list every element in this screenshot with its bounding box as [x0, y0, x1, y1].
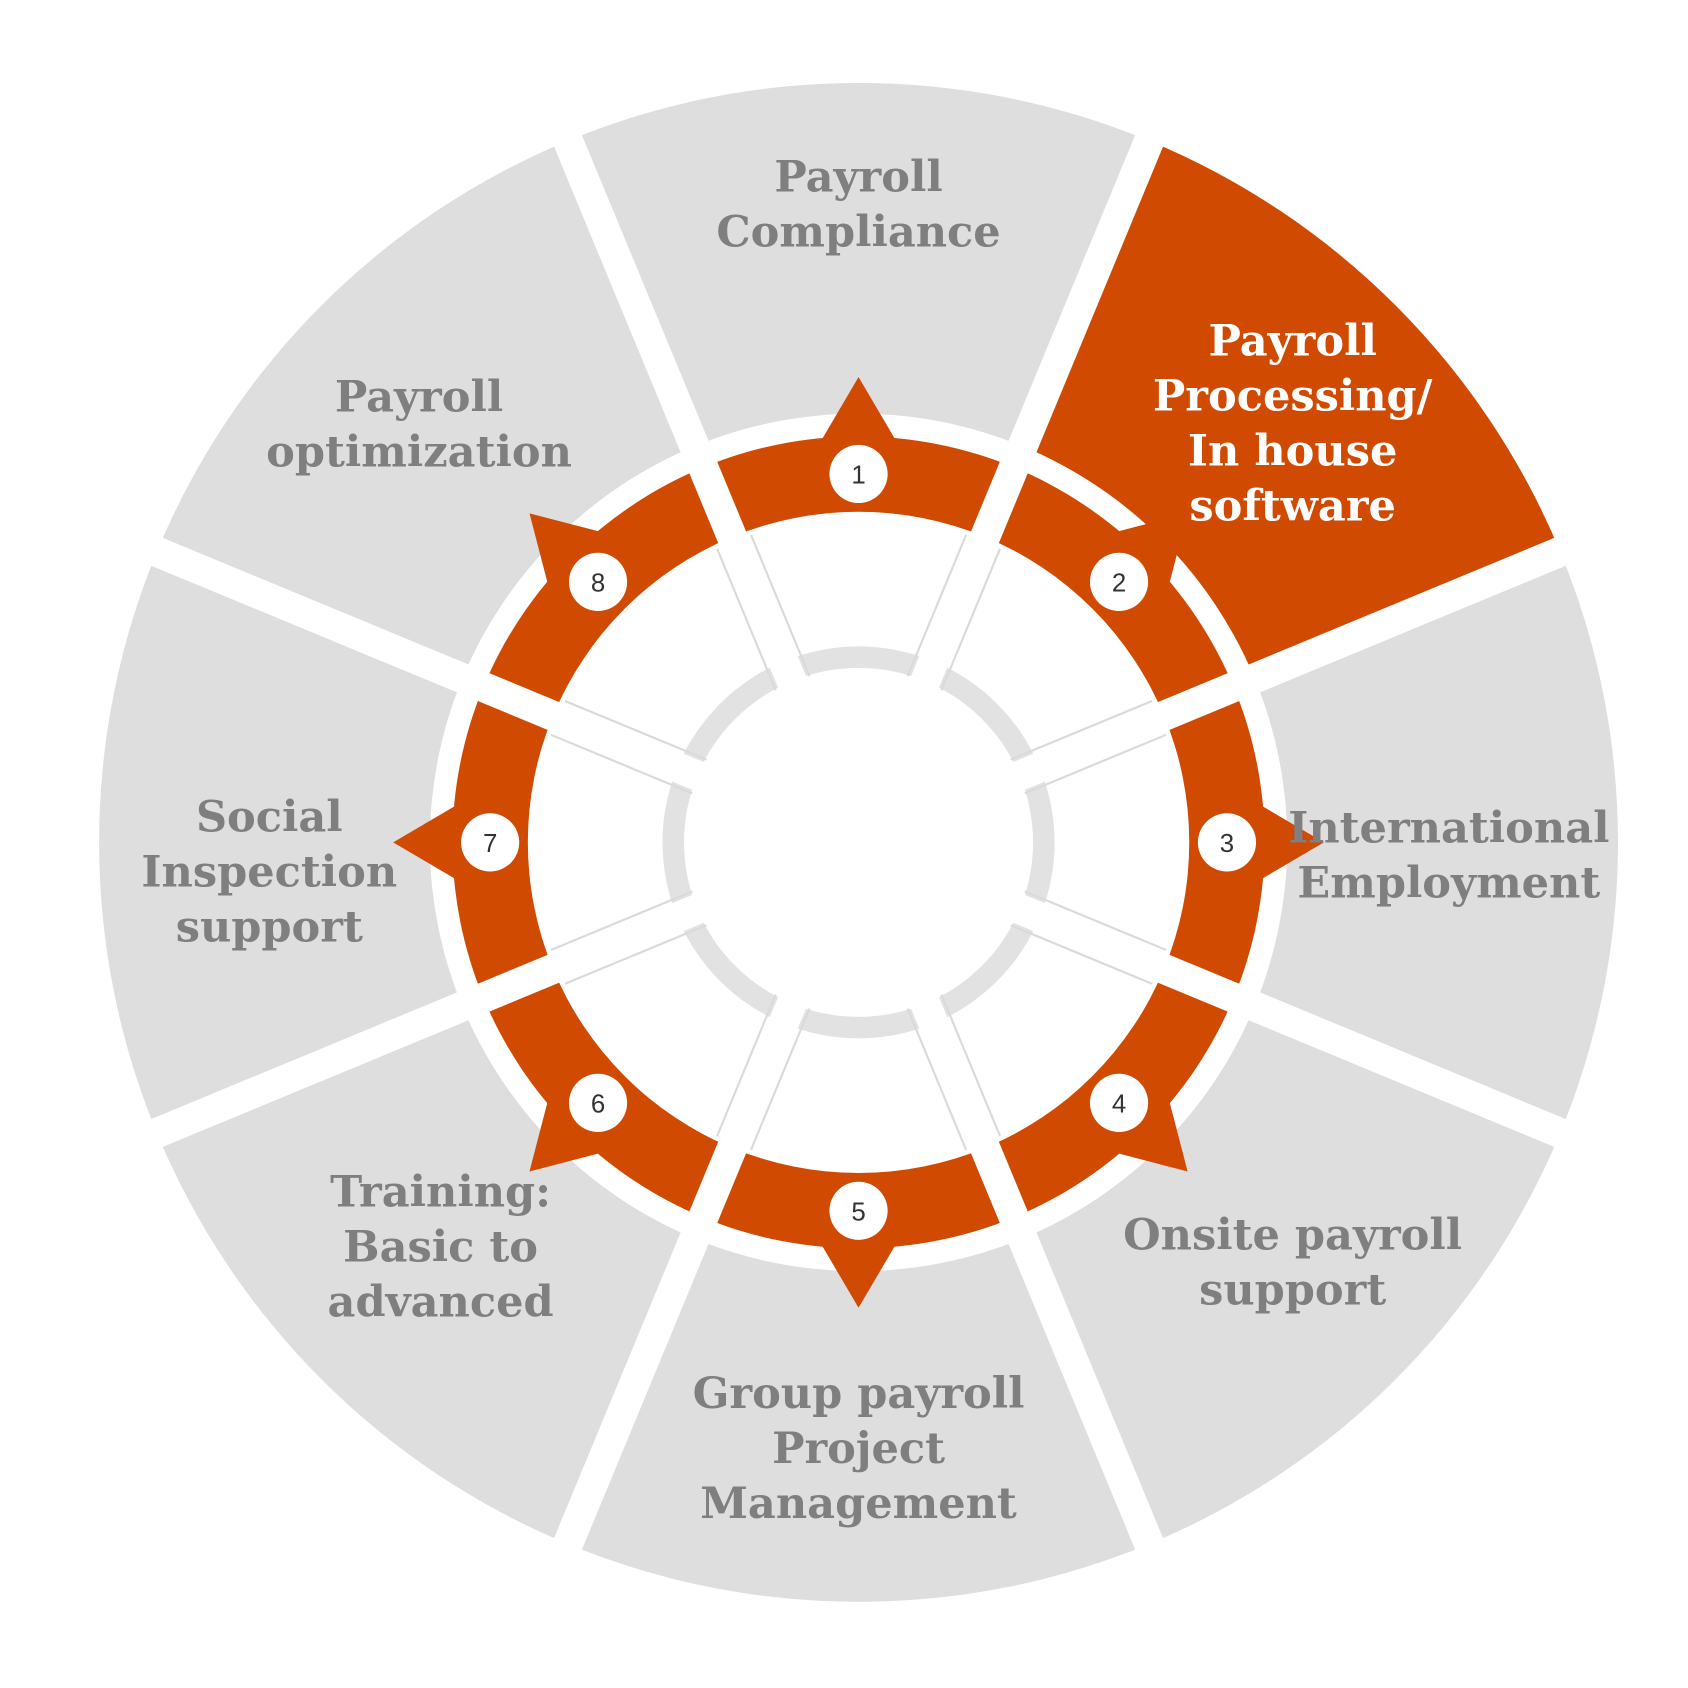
- step-number: 8: [591, 570, 605, 598]
- step-number-badge: [568, 1073, 628, 1132]
- separator-line: [1024, 733, 1167, 795]
- step-arrow-6: [529, 1096, 605, 1172]
- step-number-badge: [829, 444, 888, 504]
- separator-band: [96, 515, 1621, 1170]
- step-number: 6: [591, 1091, 605, 1119]
- highlighted-segment-2: [1022, 140, 1561, 679]
- separator-line: [749, 1008, 811, 1151]
- step-label-line: International: [1288, 803, 1609, 853]
- step-number-badge: [1089, 552, 1149, 611]
- step-arrow-3: [1257, 803, 1324, 882]
- separator-gap: [96, 515, 1621, 1170]
- step-arrow-8: [529, 513, 605, 589]
- step-label-line: Processing/: [1153, 371, 1433, 421]
- step-label-line: Training:: [330, 1167, 551, 1217]
- separator-line: [716, 548, 777, 691]
- step-number: 4: [1112, 1091, 1126, 1119]
- step-number-badge: [461, 813, 520, 872]
- step-arrow-7: [393, 803, 460, 882]
- separator-line: [550, 890, 693, 951]
- step-number: 5: [851, 1198, 865, 1226]
- separator-line: [564, 924, 707, 985]
- separator-line: [940, 548, 1001, 691]
- step-number: 1: [851, 462, 865, 490]
- separator-line: [550, 733, 693, 795]
- step-label-line: Payroll: [774, 153, 942, 203]
- step-number-badge: [1089, 1073, 1149, 1132]
- step-label-line: Compliance: [716, 208, 1000, 258]
- step-number-badge: [829, 1181, 888, 1240]
- step-arrow-1: [819, 377, 898, 444]
- step-number-badge: [568, 552, 628, 611]
- step-number: 2: [1112, 570, 1126, 598]
- step-label-line: Basic to: [343, 1222, 538, 1272]
- step-label-line: support: [176, 902, 363, 952]
- step-arrow-5: [819, 1241, 898, 1308]
- step-label-line: advanced: [328, 1277, 554, 1327]
- separator-line: [940, 994, 1001, 1137]
- separator-line: [1024, 890, 1167, 951]
- step-number-badge: [1197, 813, 1257, 872]
- step-label-line: Group payroll: [693, 1369, 1025, 1419]
- step-label-line: Project: [772, 1424, 945, 1474]
- step-label-line: Employment: [1297, 858, 1600, 908]
- separator-line: [906, 534, 968, 677]
- step-label-line: Payroll: [335, 372, 503, 422]
- separator-line: [1010, 699, 1153, 761]
- step-label-line: Payroll: [1208, 316, 1376, 366]
- step-number: 7: [483, 830, 497, 858]
- step-arrow-4: [1112, 1096, 1188, 1172]
- separator-line: [1010, 924, 1153, 985]
- step-number: 3: [1220, 830, 1234, 858]
- separator-line: [716, 994, 777, 1137]
- separator-line: [749, 534, 811, 677]
- step-label-line: Inspection: [141, 848, 397, 898]
- step-label-line: Social: [196, 793, 343, 843]
- step-label-line: Management: [700, 1479, 1017, 1529]
- step-label-line: Onsite payroll: [1123, 1211, 1462, 1261]
- separator-line: [564, 699, 707, 761]
- step-label-line: software: [1189, 481, 1396, 531]
- step-label-line: In house: [1188, 426, 1398, 476]
- step-label-line: optimization: [266, 427, 572, 477]
- separator-line: [906, 1008, 968, 1151]
- step-arrow-2: [1112, 513, 1188, 589]
- step-label-line: support: [1199, 1266, 1386, 1316]
